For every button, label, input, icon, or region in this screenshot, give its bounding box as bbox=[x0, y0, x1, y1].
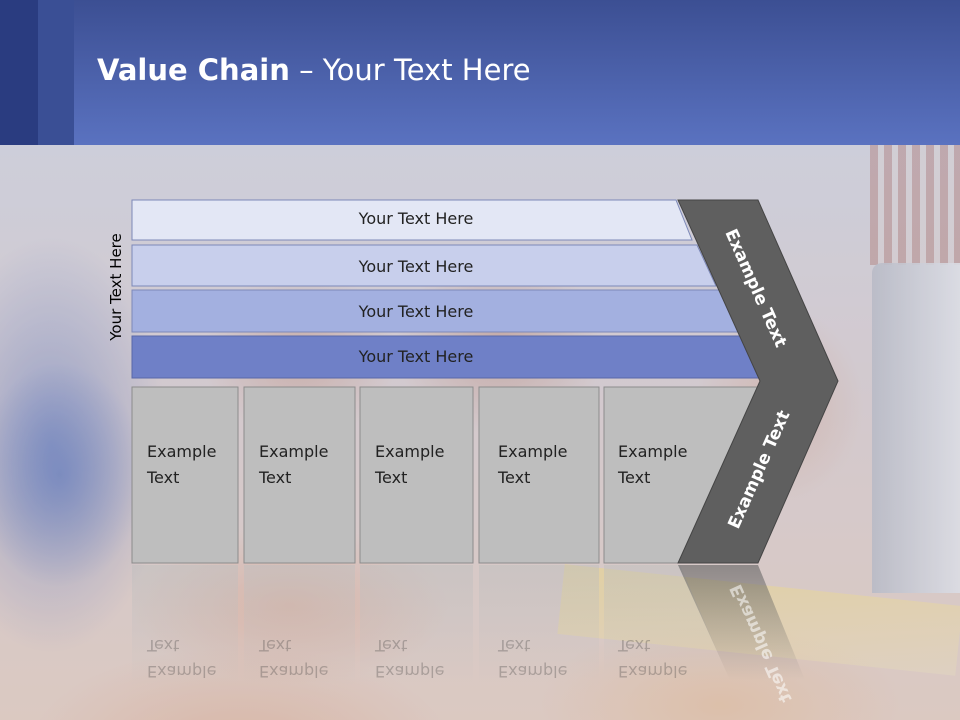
header-accent-strip bbox=[0, 0, 38, 145]
box-reflection-3 bbox=[360, 565, 473, 685]
activity-reflection-2: Example Text bbox=[259, 632, 328, 684]
activity-label-4-line1: Example bbox=[498, 442, 568, 461]
box-reflection-4 bbox=[479, 565, 599, 685]
activity-label-2-line1: Example bbox=[259, 442, 329, 461]
box-reflection-1 bbox=[132, 565, 238, 685]
activity-reflection-4-line2: Text bbox=[498, 636, 531, 655]
band-label-2: Your Text Here bbox=[358, 257, 474, 276]
slide-header bbox=[0, 0, 960, 145]
photo-laptop bbox=[872, 263, 960, 593]
activity-label-4-line2: Text bbox=[498, 468, 531, 487]
activity-label-1-line1: Example bbox=[147, 442, 217, 461]
band-1[interactable] bbox=[131, 199, 693, 241]
slide-title[interactable]: Value Chain – Your Text Here bbox=[97, 53, 531, 87]
activity-reflection-3-line2: Text bbox=[375, 636, 408, 655]
band-label-4: Your Text Here bbox=[358, 347, 474, 366]
activity-box-3[interactable] bbox=[359, 386, 474, 564]
band-2[interactable] bbox=[131, 244, 717, 287]
header-accent-strip-2 bbox=[38, 0, 74, 145]
band-label-3: Your Text Here bbox=[358, 302, 474, 321]
activity-label-3-line1: Example bbox=[375, 442, 445, 461]
box-reflection-2 bbox=[244, 565, 355, 685]
activity-reflection-5-line2: Text bbox=[618, 636, 651, 655]
margin-chevron[interactable] bbox=[677, 199, 839, 564]
activity-reflection-4-line1: Example bbox=[498, 662, 568, 681]
activity-label-1-line2: Text bbox=[147, 468, 180, 487]
photo-bookshelf bbox=[870, 145, 960, 265]
activity-reflection-4: Example Text bbox=[498, 632, 567, 684]
activity-box-2[interactable] bbox=[243, 386, 356, 564]
activity-reflection-5-line1: Example bbox=[618, 662, 688, 681]
activity-label-5-line1: Example bbox=[618, 442, 688, 461]
activity-reflection-1-line2: Text bbox=[147, 636, 180, 655]
activity-box-1[interactable] bbox=[131, 386, 239, 564]
activity-label-5-line2: Text bbox=[618, 468, 651, 487]
activity-reflection-3: Example Text bbox=[375, 632, 444, 684]
band-label-1: Your Text Here bbox=[358, 209, 474, 228]
activity-box-4[interactable] bbox=[478, 386, 600, 564]
activity-reflection-1: Example Text bbox=[147, 632, 216, 684]
activity-label-3-line2: Text bbox=[375, 468, 408, 487]
activity-reflection-2-line2: Text bbox=[259, 636, 292, 655]
activity-reflection-5: Example Text bbox=[618, 632, 687, 684]
title-rest: – Your Text Here bbox=[289, 53, 531, 87]
box-reflection-5 bbox=[604, 565, 730, 680]
activity-reflection-2-line1: Example bbox=[259, 662, 329, 681]
activity-label-2-line2: Text bbox=[259, 468, 292, 487]
activity-reflection-1-line1: Example bbox=[147, 662, 217, 681]
activity-reflection-3-line1: Example bbox=[375, 662, 445, 681]
title-bold: Value Chain bbox=[97, 53, 290, 87]
chevron-reflection bbox=[678, 565, 805, 680]
